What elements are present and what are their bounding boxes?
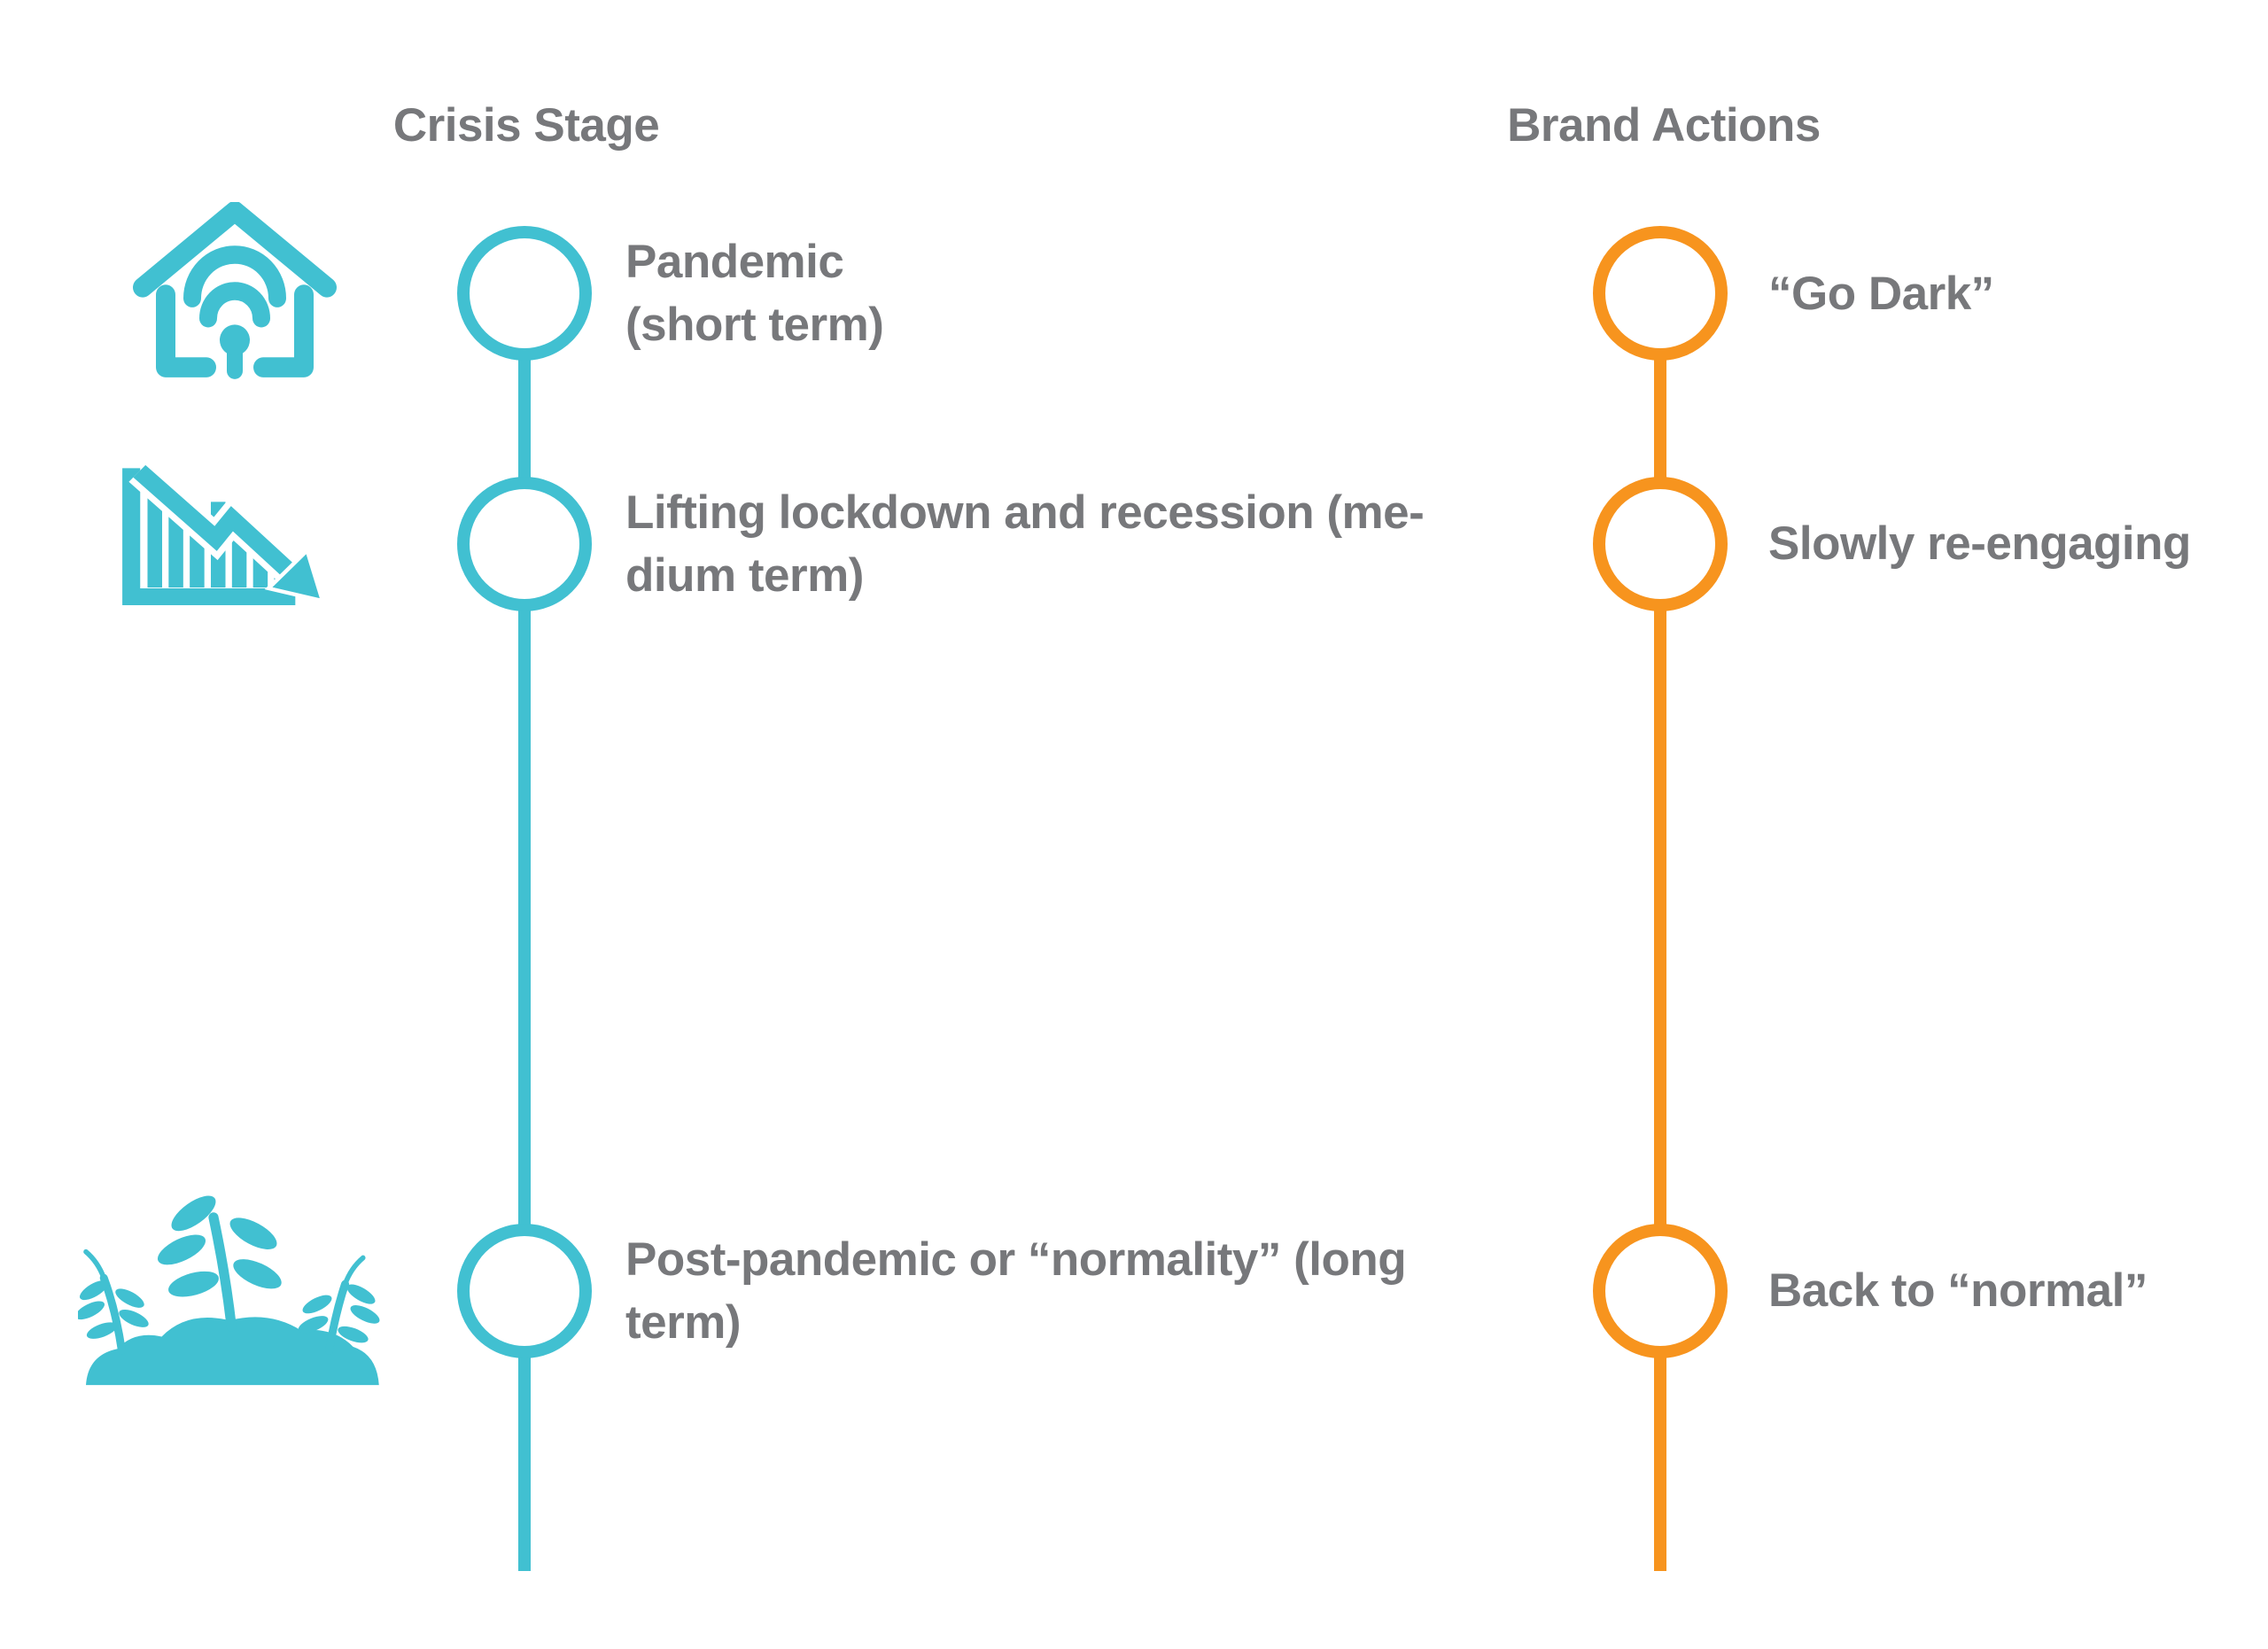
- crisis-node-pandemic: [457, 226, 592, 361]
- brand-actions-header: Brand Actions: [1507, 99, 1821, 152]
- growth-plants-icon: [78, 1189, 397, 1391]
- brand-label-normal: Back to “normal”: [1768, 1264, 2148, 1317]
- declining-chart-icon: [113, 459, 357, 627]
- crisis-label-lockdown: Lifting lockdown and recession (me- dium…: [625, 486, 1425, 602]
- crisis-label-postpandemic: Post-pandemic or “normality” (long term): [625, 1233, 1407, 1349]
- brand-node-normal: [1593, 1224, 1728, 1358]
- brand-label-reengaging: Slowly re-engaging: [1768, 517, 2191, 570]
- crisis-node-postpandemic: [457, 1224, 592, 1358]
- brand-node-godark: [1593, 226, 1728, 361]
- brand-label-godark: “Go Dark”: [1768, 268, 1994, 320]
- brand-node-reengaging: [1593, 477, 1728, 611]
- crisis-stage-header: Crisis Stage: [392, 99, 660, 152]
- crisis-label-pandemic: Pandemic (short term): [625, 236, 884, 351]
- crisis-node-lockdown: [457, 477, 592, 611]
- home-wifi-icon: [128, 202, 341, 384]
